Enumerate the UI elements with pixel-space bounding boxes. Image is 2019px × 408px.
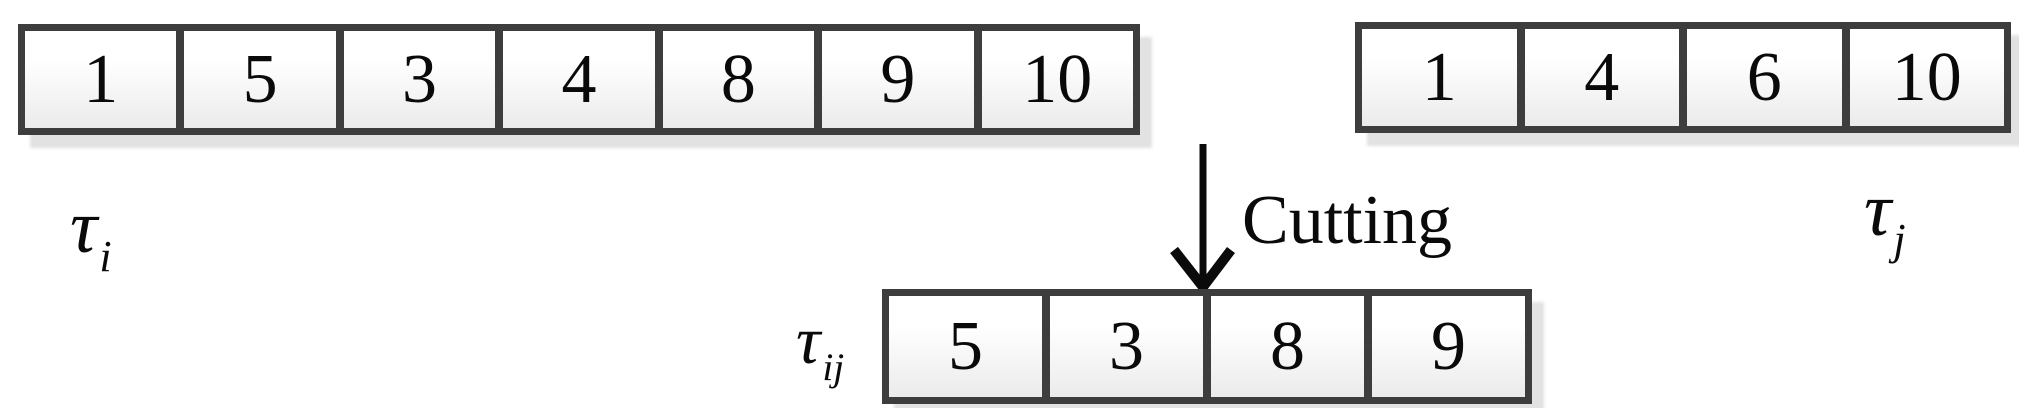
label-tau-j-base: τ [1864,168,1892,252]
sequence-cell: 10 [1841,29,2004,126]
sequence-cell: 4 [495,31,655,128]
sequence-cell: 10 [973,31,1133,128]
sequence-cell: 9 [814,31,974,128]
sequence-cell: 4 [1516,29,1679,126]
label-tau-j-subscript: j [1893,214,1906,264]
sequence-cell: 1 [25,31,177,128]
label-tau-i: τi [70,189,112,279]
label-tau-j: τj [1864,172,1906,262]
sequence-tau-j: 1 4 6 10 [1355,22,2011,133]
sequence-cell: 1 [1362,29,1517,126]
sequence-tau-i: 1 5 3 4 8 9 10 [18,24,1140,135]
label-tau-ij-subscript: ij [822,344,845,389]
cutting-label: Cutting [1242,182,1453,259]
sequence-cell: 3 [335,31,496,128]
sequence-cell: 6 [1679,29,1842,126]
sequence-cell: 8 [1203,296,1364,397]
sequence-cell: 5 [176,31,336,128]
sequence-tau-ij: 5 3 8 9 [882,289,1532,404]
down-arrow-icon [1170,144,1235,292]
sequence-cell: 5 [889,296,1042,397]
sequence-cell: 8 [654,31,815,128]
label-tau-i-subscript: i [99,231,112,281]
label-tau-i-base: τ [70,185,98,269]
label-tau-ij-base: τ [796,302,821,378]
sequence-cell: 3 [1042,296,1203,397]
sequence-cell: 9 [1364,296,1525,397]
label-tau-ij: τij [796,306,844,387]
